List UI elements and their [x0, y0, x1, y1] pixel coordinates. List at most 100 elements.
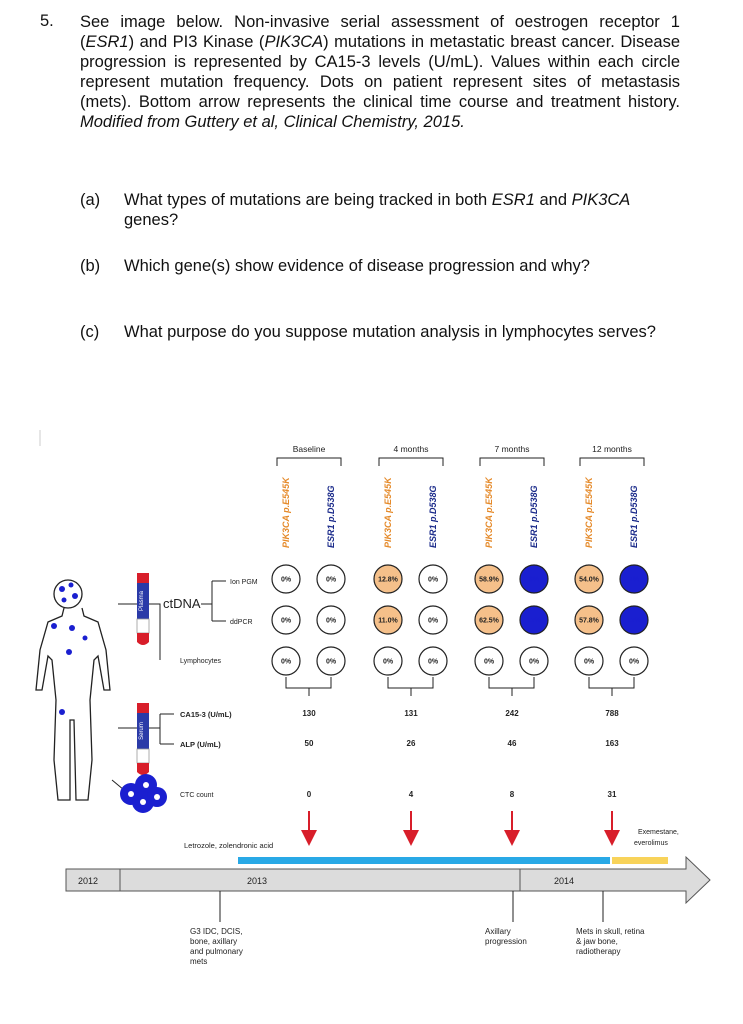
- mutation-frequency-value: 0%: [326, 618, 337, 625]
- subquestion-label: (c): [80, 323, 100, 341]
- gene-esr1: ESR1: [85, 33, 129, 51]
- marker-value: 130: [302, 709, 316, 718]
- treatment-bar-exemestane: [612, 857, 668, 864]
- mutation-frequency-circle: [574, 605, 604, 635]
- marker-value: 50: [305, 739, 314, 748]
- mutation-frequency-circle: [474, 605, 504, 635]
- mutation-label: PIK3CA p.E545K: [281, 476, 291, 548]
- mutation-frequency-circle: [574, 564, 604, 594]
- mutation-label: PIK3CA p.E545K: [484, 476, 494, 548]
- mutation-frequency-value: 0%: [281, 577, 292, 584]
- sub-a-post: genes?: [124, 211, 179, 229]
- intro-text: See image below. Non-invasive serial ass…: [80, 13, 680, 51]
- sub-a-pre: What types of mutations are being tracke…: [124, 191, 492, 209]
- mutation-frequency-value: 7%: [629, 577, 640, 584]
- marker-value: 131: [404, 709, 418, 718]
- lymphocyte-bracket: [488, 677, 535, 696]
- marker-value: 163: [605, 739, 619, 748]
- intro-mid1: ) and PI3 Kinase (: [128, 33, 265, 51]
- mutation-frequency-circle: [418, 605, 448, 635]
- mutation-label: PIK3CA p.E545K: [383, 476, 393, 548]
- treatment-2-line1: Exemestane,: [638, 829, 679, 836]
- mutation-frequency-circle: [474, 646, 504, 676]
- mutation-frequency-circle: [373, 646, 403, 676]
- serum-tube: Serum: [136, 703, 150, 775]
- ca153-label: CA15-3 (U/mL): [180, 710, 232, 719]
- mutation-frequency-circle: [519, 564, 549, 594]
- event-label: mets: [190, 957, 207, 966]
- ddpcr-label: ddPCR: [230, 619, 253, 626]
- mutation-frequency-circle: [619, 564, 649, 594]
- mutation-frequency-value: 62.5%: [479, 618, 500, 625]
- subquestion-text: What purpose do you suppose mutation ana…: [124, 323, 656, 341]
- patient-figure: [35, 579, 111, 801]
- mutation-frequency-circle: [519, 646, 549, 676]
- year-2013: 2013: [247, 876, 267, 886]
- year-2014: 2014: [554, 876, 574, 886]
- plasma-label: Plasma: [139, 590, 145, 611]
- marker-value: 788: [605, 709, 619, 718]
- event-label: Mets in skull, retina: [576, 927, 645, 936]
- gene-pik3ca: PIK3CA: [264, 33, 324, 51]
- mutation-frequency-value: 11%: [627, 618, 641, 625]
- subquestion-text: What types of mutations are being tracke…: [124, 190, 670, 230]
- event-label: progression: [485, 937, 527, 946]
- marker-value: 46: [508, 739, 517, 748]
- lymphocyte-bracket: [588, 677, 635, 696]
- mutation-frequency-circle: [418, 646, 448, 676]
- mutation-frequency-value: 0%: [629, 659, 640, 666]
- subquestion-text: Which gene(s) show evidence of disease p…: [124, 257, 590, 275]
- timepoint-label: 12 months: [592, 444, 632, 454]
- marker-value: 242: [505, 709, 519, 718]
- ion-pgm-label: Ion PGM: [230, 579, 258, 586]
- mutation-frequency-circle: [316, 605, 346, 635]
- mutation-label: ESR1 p.D538G: [326, 485, 336, 548]
- mutation-label: ESR1 p.D538G: [529, 485, 539, 548]
- mutation-label: PIK3CA p.E545K: [584, 476, 594, 548]
- timepoint-label: Baseline: [293, 444, 326, 454]
- mutation-frequency-value: 0%: [484, 659, 495, 666]
- mutation-frequency-value: 0%: [428, 618, 439, 625]
- alp-label: ALP (U/mL): [180, 740, 221, 749]
- mutation-frequency-value: 0%: [326, 659, 337, 666]
- mutation-frequency-circle: [418, 564, 448, 594]
- intro-mid2: ) mutations in metastatic breast cancer.…: [80, 33, 680, 111]
- mutation-frequency-value: 0%: [281, 618, 292, 625]
- mutation-frequency-value: 0%: [383, 659, 394, 666]
- mutation-frequency-value: 0%: [529, 659, 540, 666]
- event-label: & jaw bone,: [576, 937, 618, 946]
- mutation-frequency-value: 9%: [529, 577, 540, 584]
- mutation-frequency-circle: [316, 564, 346, 594]
- timepoint-label: 4 months: [394, 444, 429, 454]
- mutation-frequency-value: 0%: [326, 577, 337, 584]
- patient-body: [35, 607, 111, 801]
- mutation-frequency-circle: [316, 646, 346, 676]
- timepoint-bracket: [276, 457, 342, 466]
- mutation-frequency-circle: [619, 605, 649, 635]
- mutation-frequency-value: 11%: [527, 618, 541, 625]
- mutation-frequency-value: 11.0%: [378, 618, 398, 625]
- citation: Modified from Guttery et al, Clinical Ch…: [80, 113, 465, 131]
- ctc-label: CTC count: [180, 792, 214, 799]
- mutation-frequency-value: 12.8%: [378, 577, 399, 584]
- treatment-1-label: Letrozole, zolendronic acid: [184, 841, 273, 850]
- marker-value: 26: [407, 739, 416, 748]
- mutation-frequency-circle: [373, 564, 403, 594]
- marker-value: 31: [608, 790, 617, 799]
- subquestion-label: (a): [80, 191, 101, 209]
- sub-a-gene2: PIK3CA: [571, 191, 631, 209]
- mutation-frequency-circle: [474, 564, 504, 594]
- mutation-frequency-circle: [373, 605, 403, 635]
- mutation-frequency-value: 0%: [584, 659, 595, 666]
- mutation-frequency-circle: [271, 564, 301, 594]
- mutation-label: ESR1 p.D538G: [428, 485, 438, 548]
- plasma-tube: Plasma: [136, 573, 150, 645]
- mutation-frequency-circle: [271, 605, 301, 635]
- timepoint-bracket: [378, 457, 444, 466]
- event-label: bone, axillary: [190, 937, 237, 946]
- mutation-label: ESR1 p.D538G: [629, 485, 639, 548]
- mutation-frequency-value: 54.0%: [579, 577, 600, 584]
- timepoint-bracket: [579, 457, 645, 466]
- lymphocyte-bracket: [285, 677, 332, 696]
